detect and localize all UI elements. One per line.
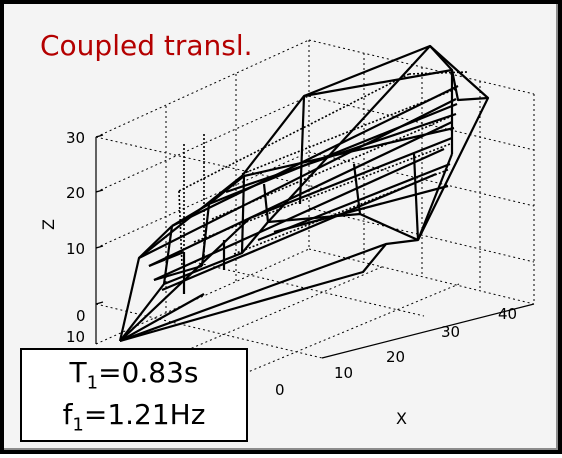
frequency-line: f1=1.21Hz bbox=[22, 394, 246, 436]
x-tick-10: 10 bbox=[334, 364, 353, 382]
mode-info-box: T1=0.83s f1=1.21Hz bbox=[20, 348, 248, 442]
z-tick-0: 0 bbox=[76, 307, 86, 325]
frequency-symbol: f bbox=[62, 398, 73, 431]
figure-title: Coupled transl. bbox=[40, 29, 253, 62]
z-axis bbox=[95, 134, 535, 359]
period-symbol: T bbox=[69, 356, 87, 389]
y-tick-10: 10 bbox=[66, 328, 85, 346]
z-axis-label: Z bbox=[39, 219, 58, 230]
x-tick-20: 20 bbox=[386, 348, 405, 366]
z-tick-30: 30 bbox=[66, 129, 85, 147]
frequency-index: 1 bbox=[72, 414, 84, 436]
frequency-value: =1.21Hz bbox=[83, 398, 206, 431]
period-line: T1=0.83s bbox=[22, 352, 246, 394]
x-tick-0: 0 bbox=[275, 381, 285, 399]
z-tick-10: 10 bbox=[66, 240, 85, 258]
mode-shape-wireframe bbox=[118, 44, 490, 343]
x-tick-30: 30 bbox=[441, 323, 460, 341]
period-index: 1 bbox=[86, 372, 99, 394]
x-axis-label: X bbox=[396, 409, 407, 428]
period-value: =0.83s bbox=[98, 356, 199, 389]
x-tick-40: 40 bbox=[498, 305, 517, 323]
undeformed-structure bbox=[178, 71, 468, 267]
z-tick-20: 20 bbox=[66, 184, 85, 202]
mode-shape-plot: 30 20 10 0 10 Z 0 10 20 30 40 X bbox=[39, 39, 535, 428]
